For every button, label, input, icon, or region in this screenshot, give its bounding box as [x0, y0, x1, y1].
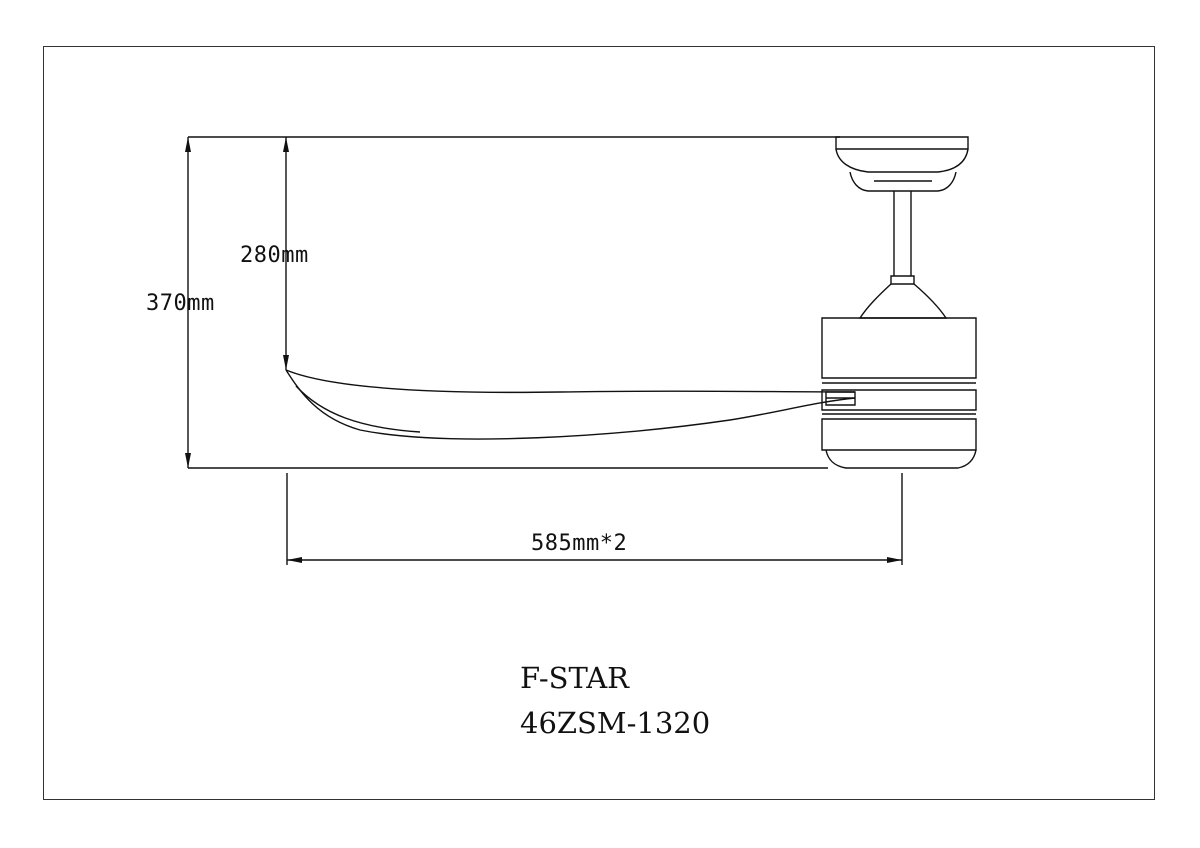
brand-name: F-STAR [520, 661, 630, 695]
fan-blade [285, 369, 856, 440]
label-blade-span: 585mm*2 [531, 531, 628, 556]
dimension-370-arrow [185, 137, 191, 468]
drawing-frame [43, 46, 1155, 800]
dimension-280-arrow [283, 137, 289, 370]
label-blade-drop: 280mm [240, 243, 309, 268]
model-number: 46ZSM-1320 [520, 706, 711, 740]
dimension-585-arrow [286, 473, 903, 565]
downrod [890, 191, 915, 285]
motor-housing [821, 283, 977, 469]
label-total-height: 370mm [146, 291, 215, 316]
ceiling-canopy [835, 136, 969, 192]
